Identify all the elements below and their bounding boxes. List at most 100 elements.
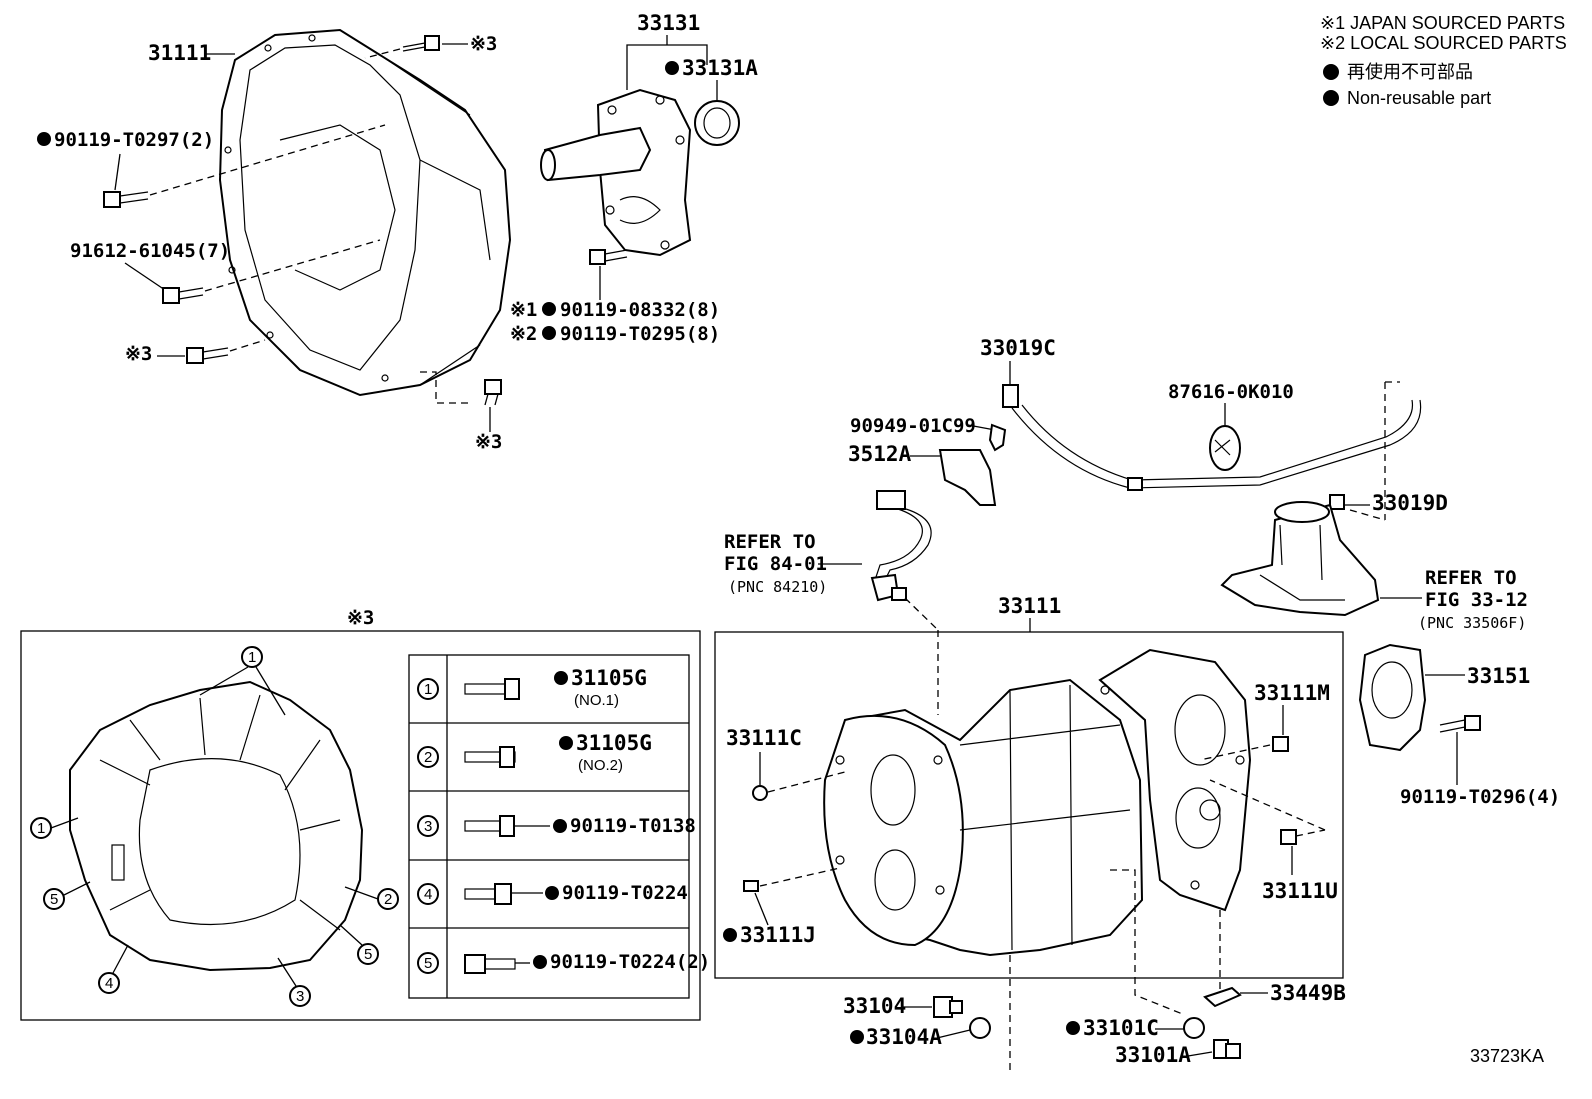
label-90119-08332: 90119-08332(8) <box>560 299 720 321</box>
bolt-part-3: 90119-T0138 <box>570 815 696 837</box>
label-91612: 91612-61045(7) <box>70 240 230 262</box>
speed-sensor-drawing <box>870 490 932 602</box>
bolt-icon <box>484 379 502 406</box>
clamp-drawing <box>1209 425 1241 471</box>
svg-text:2: 2 <box>424 749 432 766</box>
label-33101C: 33101C <box>1083 1016 1159 1040</box>
svg-text:5: 5 <box>424 955 432 972</box>
gasket-drawing <box>969 1017 991 1039</box>
label-33104: 33104 <box>843 994 906 1018</box>
label-33101A: 33101A <box>1115 1043 1191 1067</box>
label-refer84-3: (PNC 84210) <box>728 578 827 596</box>
svg-text:4: 4 <box>424 886 432 903</box>
retainer-drawing <box>540 88 692 257</box>
legend-local: ※2 LOCAL SOURCED PARTS <box>1320 33 1567 53</box>
bolt-row-1: 1 31105G (NO.1) <box>417 666 647 709</box>
bolt-part-5: 90119-T0224(2) <box>550 951 710 973</box>
plug-drawing <box>933 996 963 1018</box>
legend-non-reusable-jp: 再使用不可部品 <box>1347 62 1473 82</box>
bell-housing-drawing <box>218 28 512 397</box>
label-87616: 87616-0K010 <box>1168 381 1294 403</box>
label-33131: 33131 <box>637 11 700 35</box>
label-33449B: 33449B <box>1270 981 1346 1005</box>
label-33131A: 33131A <box>682 56 758 80</box>
bracket-drawing <box>938 449 997 506</box>
svg-text:3: 3 <box>296 988 304 1005</box>
dot-icon <box>1066 1021 1080 1035</box>
pin-drawing <box>1272 736 1289 752</box>
dot-icon <box>1323 90 1339 106</box>
pin-drawing <box>752 785 768 801</box>
dot-icon <box>37 132 51 146</box>
legend: ※1 JAPAN SOURCED PARTS ※2 LOCAL SOURCED … <box>1320 13 1567 108</box>
bolt-part-4: 90119-T0224 <box>562 882 688 904</box>
clip-drawing <box>988 423 1007 452</box>
bolt-part-1: 31105G <box>571 666 647 690</box>
main-box <box>714 631 1344 979</box>
dot-icon <box>850 1030 864 1044</box>
label-refer33-2: FIG 33-12 <box>1425 589 1528 611</box>
legend-non-reusable-en: Non-reusable part <box>1347 88 1491 108</box>
bolt-table <box>408 654 690 999</box>
label-refer84-2: FIG 84-01 <box>724 553 827 575</box>
label-33019C: 33019C <box>980 336 1056 360</box>
label-refer84-1: REFER TO <box>724 531 816 553</box>
svg-text:5: 5 <box>50 891 58 908</box>
seal-retainer-drawing <box>1358 643 1427 752</box>
dot-icon <box>665 61 679 75</box>
bolt-row-5: 5 90119-T0224(2) <box>417 951 710 974</box>
dot-icon <box>723 928 737 942</box>
bolt-icon <box>1439 715 1481 733</box>
pin-drawing <box>743 880 759 892</box>
label-33111C: 33111C <box>726 726 802 750</box>
svg-text:1: 1 <box>37 820 45 837</box>
pin-drawing <box>1280 829 1297 845</box>
svg-text:(NO.2): (NO.2) <box>578 757 623 774</box>
dot-icon <box>542 326 556 340</box>
label-33151: 33151 <box>1467 664 1530 688</box>
inset-title: ※3 <box>347 607 374 629</box>
dot-icon <box>1323 64 1339 80</box>
label-mark1: ※1 <box>510 299 537 321</box>
label-90949: 90949-01C99 <box>850 415 976 437</box>
dot-icon <box>545 886 559 900</box>
extension-housing-drawing <box>1220 501 1380 617</box>
svg-text:4: 4 <box>105 975 113 992</box>
svg-text:1: 1 <box>248 649 256 666</box>
inset-callouts: 1 1 2 3 4 5 5 <box>30 646 399 1007</box>
inset-housing-drawing <box>69 680 364 972</box>
bolt-icon <box>186 347 229 364</box>
label-33111U: 33111U <box>1262 879 1338 903</box>
bolt-row-4: 4 90119-T0224 <box>417 882 688 905</box>
diagram-code: 33723KA <box>1470 1046 1544 1066</box>
label-mark3-bottom: ※3 <box>475 431 502 453</box>
label-90119-T0297: 90119-T0297(2) <box>54 129 214 151</box>
dot-icon <box>542 302 556 316</box>
plug-drawing <box>1213 1039 1241 1059</box>
dot-icon <box>553 819 567 833</box>
bolt-part-2: 31105G <box>576 731 652 755</box>
svg-text:3: 3 <box>424 818 432 835</box>
label-33111M: 33111M <box>1254 681 1330 705</box>
legend-japan: ※1 JAPAN SOURCED PARTS <box>1320 13 1565 33</box>
label-refer33-1: REFER TO <box>1425 567 1517 589</box>
label-refer33-3: (PNC 33506F) <box>1418 614 1526 632</box>
label-90119-T0295: 90119-T0295(8) <box>560 323 720 345</box>
label-mark3-left: ※3 <box>125 343 152 365</box>
svg-text:(NO.1): (NO.1) <box>574 692 619 709</box>
svg-text:5: 5 <box>364 946 372 963</box>
bolt-icon <box>589 249 628 265</box>
nipple-drawing <box>1329 494 1345 510</box>
svg-text:2: 2 <box>384 891 392 908</box>
bolt-icon <box>162 287 204 304</box>
label-31111: 31111 <box>148 41 211 65</box>
dot-icon <box>559 736 573 750</box>
inset-box <box>20 630 701 1021</box>
label-33111-box: 33111 <box>998 594 1061 618</box>
label-33019D: 33019D <box>1372 491 1448 515</box>
bolt-icon <box>402 35 440 52</box>
label-mark3-top: ※3 <box>470 33 497 55</box>
bolt-icon <box>103 191 149 208</box>
dot-icon <box>533 955 547 969</box>
